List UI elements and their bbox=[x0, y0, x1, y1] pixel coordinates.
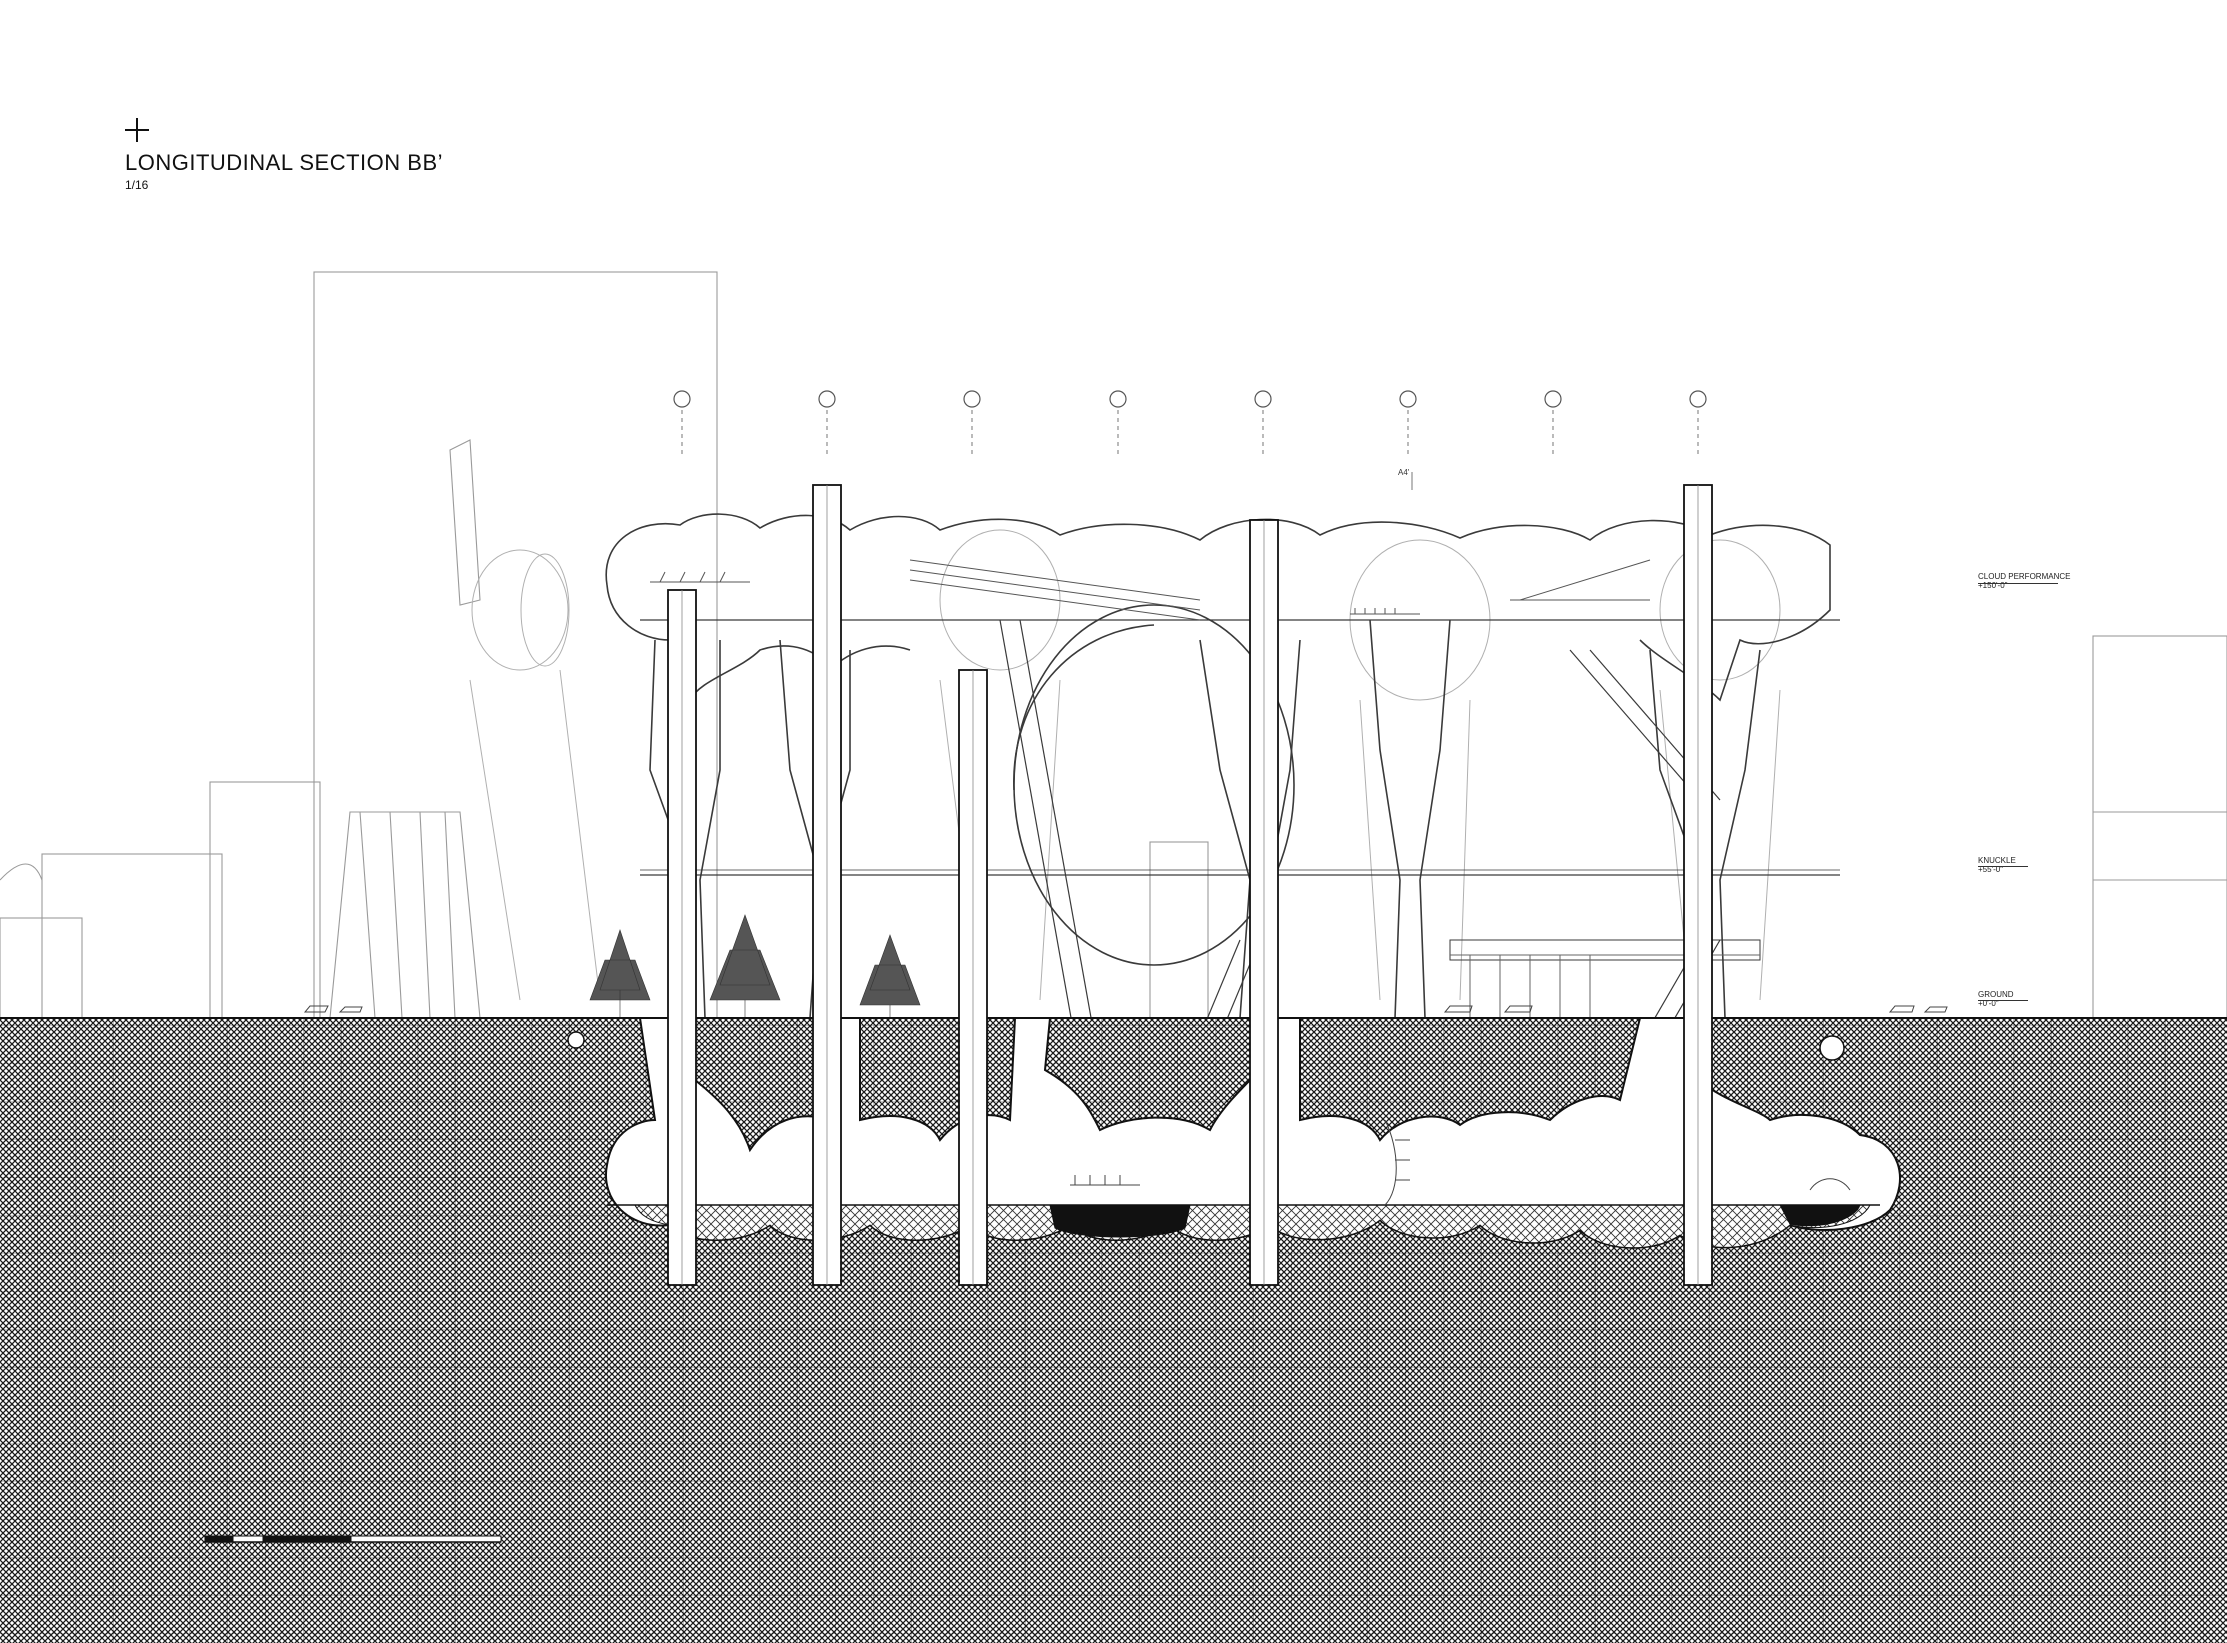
grid-tag: A4' bbox=[1398, 468, 1410, 477]
plus-icon bbox=[125, 118, 149, 142]
trees bbox=[589, 914, 921, 1018]
earth bbox=[0, 1017, 2227, 1643]
context-buildings bbox=[0, 271, 2227, 1019]
cars bbox=[303, 1005, 1948, 1013]
pod-details bbox=[1070, 1119, 1851, 1206]
level-name: CLOUD PERFORMANCE bbox=[1978, 572, 2071, 581]
level-ground: GROUND +0'-0" bbox=[1978, 990, 2014, 1008]
level-line bbox=[1978, 1000, 2028, 1001]
columns bbox=[667, 484, 1713, 1286]
grid-lines bbox=[673, 390, 1707, 490]
figures bbox=[650, 559, 1651, 621]
level-elevation: +0'-0" bbox=[1978, 999, 1999, 1008]
sheet-title: LONGITUDINAL SECTION BB’ bbox=[125, 150, 444, 175]
sheet-scale: 1/16 bbox=[125, 178, 149, 192]
level-elevation: +150'-0" bbox=[1978, 581, 2008, 590]
level-knuckle: KNUCKLE +55'-0" bbox=[1978, 856, 2016, 874]
level-name: KNUCKLE bbox=[1978, 856, 2016, 865]
level-elevation: +55'-0" bbox=[1978, 865, 2004, 874]
level-line bbox=[1978, 583, 2058, 584]
level-cloud-performance: CLOUD PERFORMANCE +150'-0" bbox=[1978, 572, 2070, 590]
canopy bbox=[1450, 954, 1760, 1018]
pipes bbox=[567, 1031, 1845, 1061]
level-name: GROUND bbox=[1978, 990, 2014, 999]
level-line bbox=[1978, 866, 2028, 867]
scale-bar bbox=[204, 1535, 502, 1543]
